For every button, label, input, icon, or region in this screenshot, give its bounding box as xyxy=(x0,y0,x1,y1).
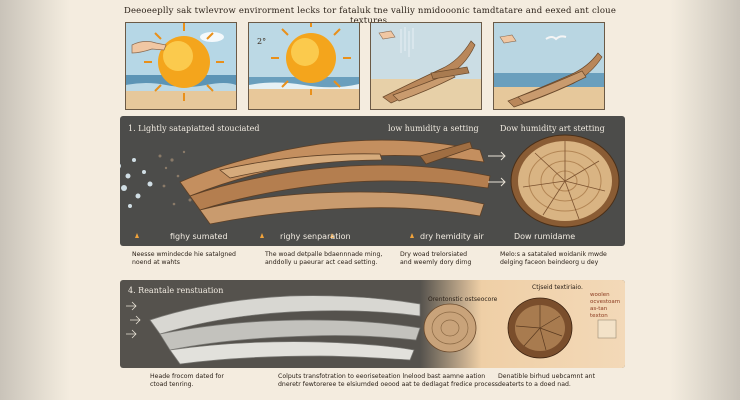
panel-sun-beach: 2° xyxy=(248,22,360,110)
bottom-label-3: dry hemidity air xyxy=(420,232,484,241)
note-2: The woad detpalle bdaennnade ming, anddo… xyxy=(265,251,383,266)
section-2-band: 4. Reantale renstuation Orentonstic osts… xyxy=(120,280,625,368)
section-2-heading: 4. Reantale renstuation xyxy=(128,286,224,295)
panel-rain-wood xyxy=(370,22,482,110)
water-splash xyxy=(120,158,153,208)
note-1: Neesse wmindecde hie satalgned noend at … xyxy=(132,251,236,266)
low-humidity-label: low humidity a setting xyxy=(388,124,479,133)
page-title: Deeoeeplly sak twlevrow envirorment leck… xyxy=(123,6,617,26)
panel-sun-hand xyxy=(125,22,237,110)
driftwood-icon xyxy=(507,52,603,108)
cross-section-small xyxy=(423,303,477,353)
section-1-band: 1. Lightly satapiatted stouciated low hu… xyxy=(120,116,625,246)
note-5: Heade frocom dated for ctoad tenring. xyxy=(150,373,224,388)
note-7: Denatible birhud uebcamnt ant deaterts t… xyxy=(498,373,595,388)
sun-icon xyxy=(271,23,351,95)
wood-cross-section xyxy=(510,134,620,228)
bird-icon xyxy=(545,35,567,41)
weathered-log xyxy=(149,295,421,365)
cross-section-dark xyxy=(507,297,573,359)
panel-badge: 2° xyxy=(257,37,267,46)
note-3: Dry woad trelorsiated and weemly dory di… xyxy=(400,251,472,266)
note-6: Colputs transfotration to eeoriseteation… xyxy=(278,373,500,388)
bottom-label-2: righy senparation xyxy=(280,232,351,241)
driftwood-log xyxy=(179,139,491,225)
note-4: Melo:s a satataled woidanik mwde delging… xyxy=(500,251,607,266)
bottom-label-4: Dow rumidame xyxy=(514,232,576,241)
left-vignette xyxy=(0,0,70,400)
hand-icon xyxy=(131,41,167,54)
driftwood-icon xyxy=(382,40,476,104)
inset-2-label: Ctjseid textiriaio. xyxy=(532,284,583,291)
sun-icon xyxy=(144,23,224,101)
inset-1-label: Orentonstic ostseocore xyxy=(428,296,498,303)
bottom-label-1: fighy sumated xyxy=(170,232,228,241)
side-note: woolen ocvestoam as-tan texton xyxy=(590,292,621,319)
panel-bird-wood xyxy=(493,22,605,110)
dow-humidity-label: Dow humidity art stetting xyxy=(500,124,605,133)
section-1-heading: 1. Lightly satapiatted stouciated xyxy=(128,124,260,133)
right-vignette xyxy=(670,0,740,400)
